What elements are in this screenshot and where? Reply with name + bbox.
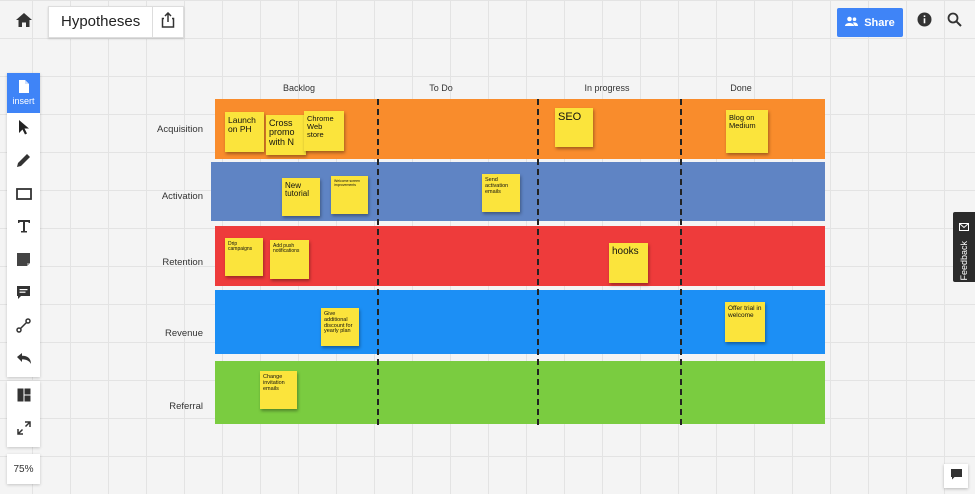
column-header-backlog: Backlog	[282, 83, 316, 93]
pen-tool[interactable]	[7, 146, 40, 179]
row-label-retention: Retention	[162, 257, 203, 268]
layout-button[interactable]	[7, 381, 40, 414]
insert-icon	[18, 80, 29, 95]
home-button[interactable]	[8, 6, 40, 38]
export-button[interactable]	[153, 7, 183, 37]
undo-icon	[16, 352, 32, 370]
home-icon	[15, 12, 33, 33]
sticky-note-tool[interactable]	[7, 245, 40, 278]
row-label-referral: Referral	[169, 401, 203, 412]
sticky-note[interactable]: Welcome screen improvements	[331, 176, 368, 214]
column-header-in-progress: In progress	[584, 83, 630, 93]
row-label-revenue: Revenue	[164, 328, 203, 339]
lane-referral	[215, 361, 825, 424]
column-header-done: Done	[730, 83, 752, 93]
rectangle-tool[interactable]	[7, 179, 40, 212]
chat-button[interactable]	[944, 464, 968, 488]
mail-icon	[959, 218, 969, 236]
sticky-note[interactable]: Change invitation emails	[260, 371, 297, 409]
sticky-note[interactable]: Launch on PH	[225, 112, 264, 152]
feedback-label: Feedback	[959, 241, 969, 281]
share-button[interactable]: Share	[837, 8, 903, 37]
share-label: Share	[864, 16, 895, 29]
connector-tool[interactable]	[7, 311, 40, 344]
lane-revenue	[215, 290, 825, 354]
fit-screen-icon	[16, 421, 31, 440]
zoom-level[interactable]: 75%	[7, 454, 40, 484]
fit-screen-button[interactable]	[7, 414, 40, 447]
column-divider	[680, 99, 682, 425]
sticky-note[interactable]: Blog on Medium	[726, 110, 768, 153]
undo-tool[interactable]	[7, 344, 40, 377]
sticky-note[interactable]: SEO	[555, 108, 593, 147]
feedback-tab[interactable]: Feedback	[953, 212, 975, 282]
board-title[interactable]: Hypotheses	[49, 7, 154, 37]
column-header-todo: To Do	[429, 83, 453, 93]
layout-icon	[17, 388, 31, 407]
chat-icon	[950, 467, 963, 485]
rectangle-icon	[15, 187, 32, 205]
sticky-note[interactable]: Drip campaigns	[225, 238, 263, 276]
lane-retention	[215, 226, 825, 286]
sticky-note[interactable]: Offer trial in welcome	[725, 302, 765, 342]
sticky-note[interactable]: hooks	[609, 243, 648, 283]
search-button[interactable]	[944, 12, 964, 32]
comment-icon	[16, 285, 31, 305]
search-icon	[947, 12, 962, 32]
share-export-icon	[161, 11, 175, 33]
board-title-box: Hypotheses	[48, 6, 185, 38]
pointer-icon	[17, 119, 31, 140]
people-icon	[845, 16, 859, 29]
sticky-note[interactable]: New tutorial	[282, 178, 320, 216]
sticky-note[interactable]: Add push notifications	[270, 240, 309, 279]
pointer-tool[interactable]	[7, 113, 40, 146]
text-icon	[17, 219, 31, 238]
row-label-acquisition: Acquisition	[157, 124, 203, 135]
column-divider	[537, 99, 539, 425]
row-label-activation: Activation	[161, 191, 203, 202]
tools-toolbar: insert	[7, 73, 40, 377]
connector-icon	[16, 317, 31, 338]
info-icon	[917, 12, 932, 32]
sticky-note[interactable]: Cross promo with N	[266, 115, 306, 155]
insert-button[interactable]: insert	[7, 73, 40, 113]
sticky-note[interactable]: Chrome Web store	[304, 111, 344, 151]
sticky-note[interactable]: Send activation emails	[482, 174, 520, 212]
comment-tool[interactable]	[7, 278, 40, 311]
sticky-note[interactable]: Give additional discount for yearly plan	[321, 308, 359, 346]
insert-label: insert	[12, 96, 35, 106]
sticky-note-icon	[16, 252, 31, 272]
text-tool[interactable]	[7, 212, 40, 245]
column-divider	[377, 99, 379, 425]
info-button[interactable]	[914, 12, 934, 32]
pen-icon	[16, 153, 31, 173]
view-toolbar	[7, 381, 40, 447]
